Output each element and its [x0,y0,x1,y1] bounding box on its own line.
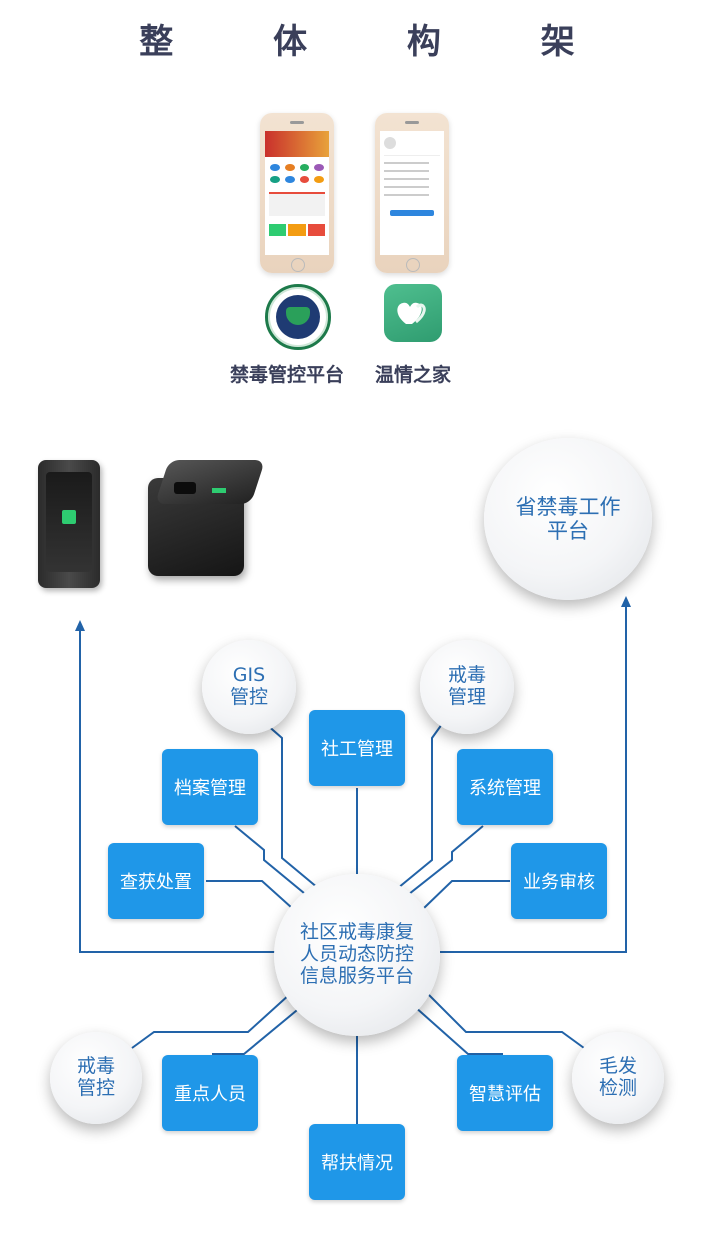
central-platform-node: 社区戒毒康复 人员动态防控 信息服务平台 [274,874,440,1036]
smart-assessment-box: 智慧评估 [457,1055,553,1131]
phone-screen-left [265,131,329,255]
key-persons-box: 重点人员 [162,1055,258,1131]
desktop-device [148,460,266,578]
handheld-device [38,460,100,588]
heart-icon [397,302,426,324]
system-management-box: 系统管理 [457,749,553,825]
business-review-box: 业务审核 [511,843,607,919]
province-platform-node: 省禁毒工作 平台 [484,438,652,600]
phone-mockup-left [260,113,334,273]
rehab-control-node: 戒毒 管控 [50,1032,142,1124]
archive-management-box: 档案管理 [162,749,258,825]
anti-drug-logo [265,284,331,350]
assistance-status-box: 帮扶情况 [309,1124,405,1200]
rehab-management-node: 戒毒 管理 [420,640,514,734]
phone-mockup-right [375,113,449,273]
app-label-anti-drug-platform: 禁毒管控平台 [230,364,345,386]
phone-screen-right [380,131,444,255]
seizure-handling-box: 查获处置 [108,843,204,919]
page-title: 整 体 构 架 [139,22,619,62]
gis-control-node: GIS 管控 [202,640,296,734]
hair-test-node: 毛发 检测 [572,1032,664,1124]
social-work-management-box: 社工管理 [309,710,405,786]
heart-app-icon [384,284,442,342]
app-label-warm-home: 温情之家 [375,364,452,386]
